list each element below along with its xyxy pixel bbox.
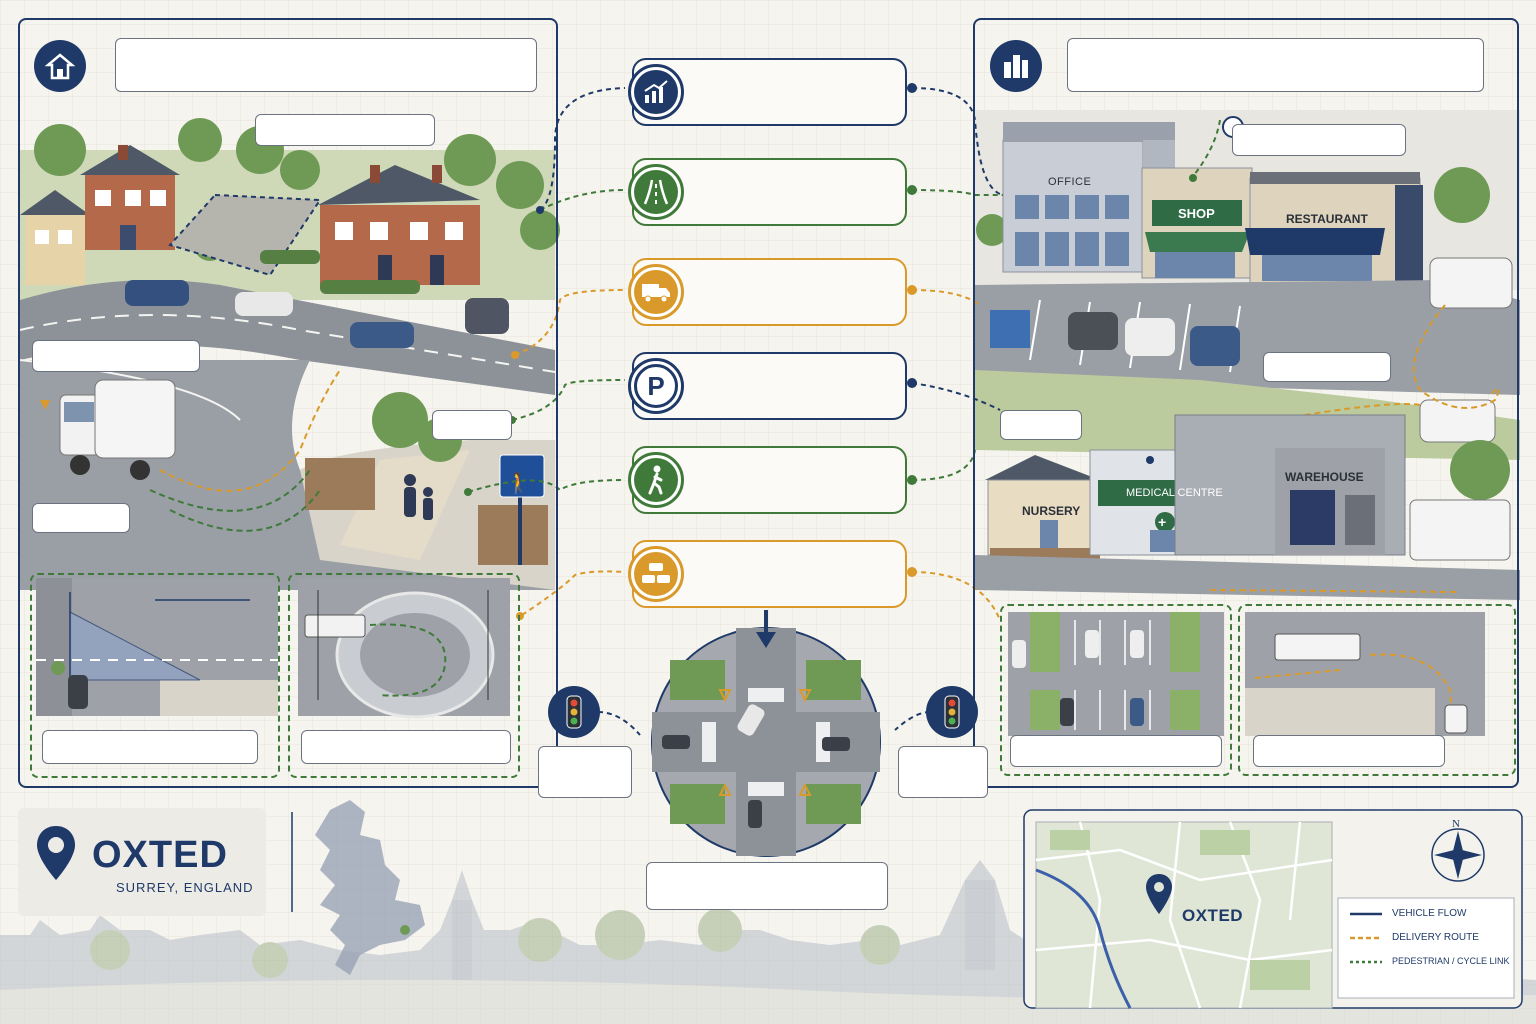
service-bay-label [1253,735,1445,767]
swept-path-label [32,503,130,533]
plot-label [255,114,435,146]
traffic-light-icon [926,686,978,738]
road-icon [628,164,684,220]
svg-text:🚶: 🚶 [506,471,531,495]
legend-pedestrian-cycle: PEDESTRIAN / CYCLE LINK [1392,956,1510,966]
growth-chart-icon [628,64,684,120]
traffic-pill [628,540,907,608]
left-residential-panel [18,18,558,788]
office-sign: OFFICE [1048,176,1092,188]
commercial-title-box [1067,38,1484,92]
shop-sign: SHOP [1178,206,1215,221]
region-name: SURREY, ENGLAND [116,880,254,895]
visibility-splay-label [42,730,258,764]
map-pin-icon [1144,872,1174,921]
car-park-layout-label [1010,735,1222,767]
left-diagram-panel-2 [288,573,520,778]
community-uses-label [1000,410,1082,440]
town-name: OXTED [92,834,228,876]
visibility-splay-diagram [36,578,278,716]
medical-centre-sign: MEDICAL CENTRE [1126,487,1223,499]
nursery-sign: NURSERY [1022,504,1081,518]
map-town-label: OXTED [1182,906,1244,925]
left-signal-label [538,746,632,798]
pedestrian-icon [628,452,684,508]
cars-icon [628,546,684,602]
delivery-pill [628,258,907,326]
truck-icon [628,264,684,320]
growth-pill [628,58,907,126]
map-pin-icon [34,824,78,889]
residential-title-box [115,38,537,92]
commercial-scene [975,110,1520,600]
legend-vehicle-flow: VEHICLE FLOW [1392,908,1467,919]
house-icon [34,40,86,92]
road-capacity-pill [628,158,907,226]
right-diagram-panel-2 [1238,604,1516,776]
left-diagram-panel-1 [30,573,280,778]
parking-area-label [1263,352,1391,382]
right-diagram-panel-1 [1000,604,1232,776]
parking-pill: P [628,352,907,420]
turning-circle-diagram [298,578,510,719]
residential-scene: 🚶 [19,118,560,590]
car-park-diagram [1008,612,1224,736]
legend-delivery-route: DELIVERY ROUTE [1392,932,1479,943]
uk-map-silhouette [315,800,425,975]
restaurant-sign: RESTAURANT [1286,212,1368,226]
access-road-label [32,340,200,372]
right-signal-label [898,746,988,798]
footpath-label [432,410,512,440]
buildings-icon [990,40,1042,92]
servicing-bay-diagram [1245,612,1485,736]
parking-icon: P [628,358,684,414]
turning-head-label [301,730,511,764]
pedestrian-pill [628,446,907,514]
compass-north-label: N [1452,818,1460,830]
commercial-frontage-label [1232,124,1406,156]
traffic-light-icon [548,686,600,738]
warehouse-sign: WAREHOUSE [1285,470,1364,484]
right-commercial-panel [973,18,1519,788]
signalised-junction [651,610,881,857]
compass-rose [1431,828,1485,882]
medical-cross-icon: + [1158,514,1167,530]
junction-label [646,862,888,910]
